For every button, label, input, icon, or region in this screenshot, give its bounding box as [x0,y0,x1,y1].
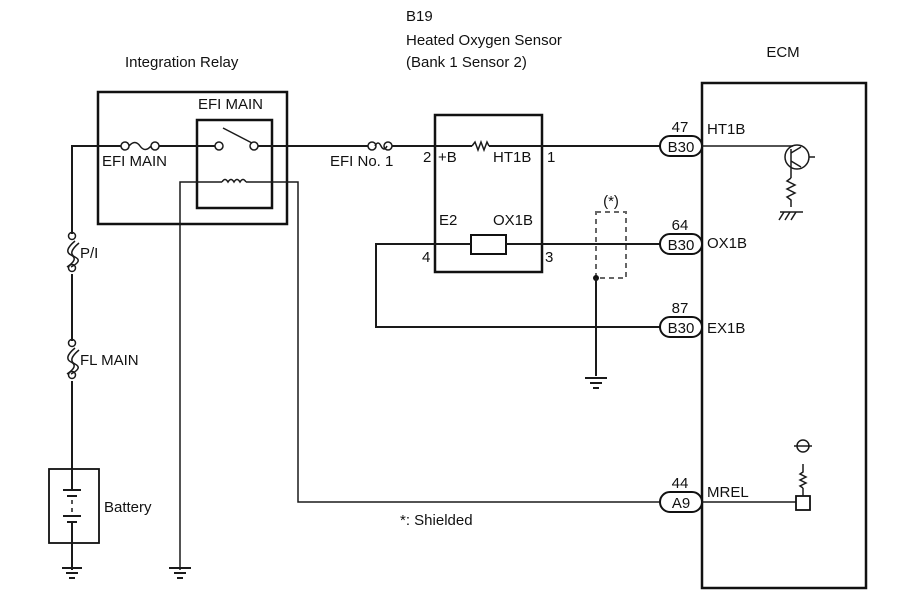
coil-ground-wire [179,181,222,570]
shield-note: *: Shielded [400,512,473,529]
sensor-plus-b-label: +B [438,149,457,166]
ecm-terminal-ox1b: 64 B30 OX1B [659,217,747,255]
battery-icon [48,468,100,568]
sensor-pin-4: 4 [422,249,430,266]
ground-icon [585,377,607,389]
relay-inner-box [195,118,274,210]
sensor-pin-2: 2 [423,149,431,166]
sensor-box [433,113,544,274]
terminal-connector: B30 [668,139,695,156]
sensor-code: B19 [406,8,433,25]
sensor-ox1b-label: OX1B [493,212,533,229]
sensor-ht1b-label: HT1B [493,149,531,166]
sensor-element-icon [470,234,507,255]
integration-relay: EFI MAIN EFI MAIN [96,90,289,226]
transistor-icon [784,144,815,170]
terminal-pin: 64 [672,217,689,234]
sensor-pin-3: 3 [545,249,553,266]
relay-label: EFI MAIN [198,96,263,113]
efi-no1-label: EFI No. 1 [330,153,393,170]
ecm-resistor-icon [785,177,797,207]
ecm-terminal-ht1b: 47 B30 HT1B [659,119,745,157]
fl-main-fuse-label: FL MAIN [80,352,139,369]
sensor-position: (Bank 1 Sensor 2) [406,54,527,71]
sensor-e2-label: E2 [439,212,457,229]
ground-icon [169,567,191,579]
heated-oxygen-sensor: +B HT1B 2 1 E2 OX1B 4 3 [422,113,555,274]
terminal-connector: B30 [668,320,695,337]
ecm-box [700,81,868,590]
ecm-terminal-mrel: 44 A9 MREL [659,475,749,513]
terminal-pin: 44 [672,475,689,492]
pi-fuse-icon [66,231,80,274]
terminal-connector: A9 [672,495,690,512]
pi-fuse-label: P/I [80,245,98,262]
ecm-terminal-ex1b: 87 B30 EX1B [659,300,745,338]
battery-label: Battery [104,499,152,516]
e2-ex1b-wire [375,243,660,328]
coil-mrel-wire [246,181,660,503]
relay-outer-box [96,90,289,226]
terminal-pin: 47 [672,119,689,136]
sensor-pin-1: 1 [547,149,555,166]
ecm-title: ECM [766,44,799,61]
integration-relay-title: Integration Relay [125,54,239,71]
terminal-signal: EX1B [707,320,745,337]
terminal-connector: B30 [668,237,695,254]
efi-main-fuse-icon [120,141,160,151]
relay-coil-icon [221,178,247,184]
chassis-ground-icon [778,211,803,221]
supply-wire [71,145,121,570]
efi-main-fuse-label: EFI MAIN [102,153,167,170]
relay-switch-icon [214,127,259,151]
power-source-icon [794,439,812,453]
fl-main-fuse-icon [66,338,80,381]
efi-no1-fuse-icon [367,141,393,151]
terminal-pin: 87 [672,300,689,317]
terminal-signal: MREL [707,484,749,501]
mrel-output-icon [795,495,811,511]
terminal-signal: OX1B [707,235,747,252]
terminal-signal: HT1B [707,121,745,138]
pullup-resistor-icon [798,464,808,489]
sensor-name: Heated Oxygen Sensor [406,32,562,49]
shield-marker: (*) [603,193,619,210]
heater-resistor-icon [471,139,490,153]
shield-outline [595,211,627,279]
